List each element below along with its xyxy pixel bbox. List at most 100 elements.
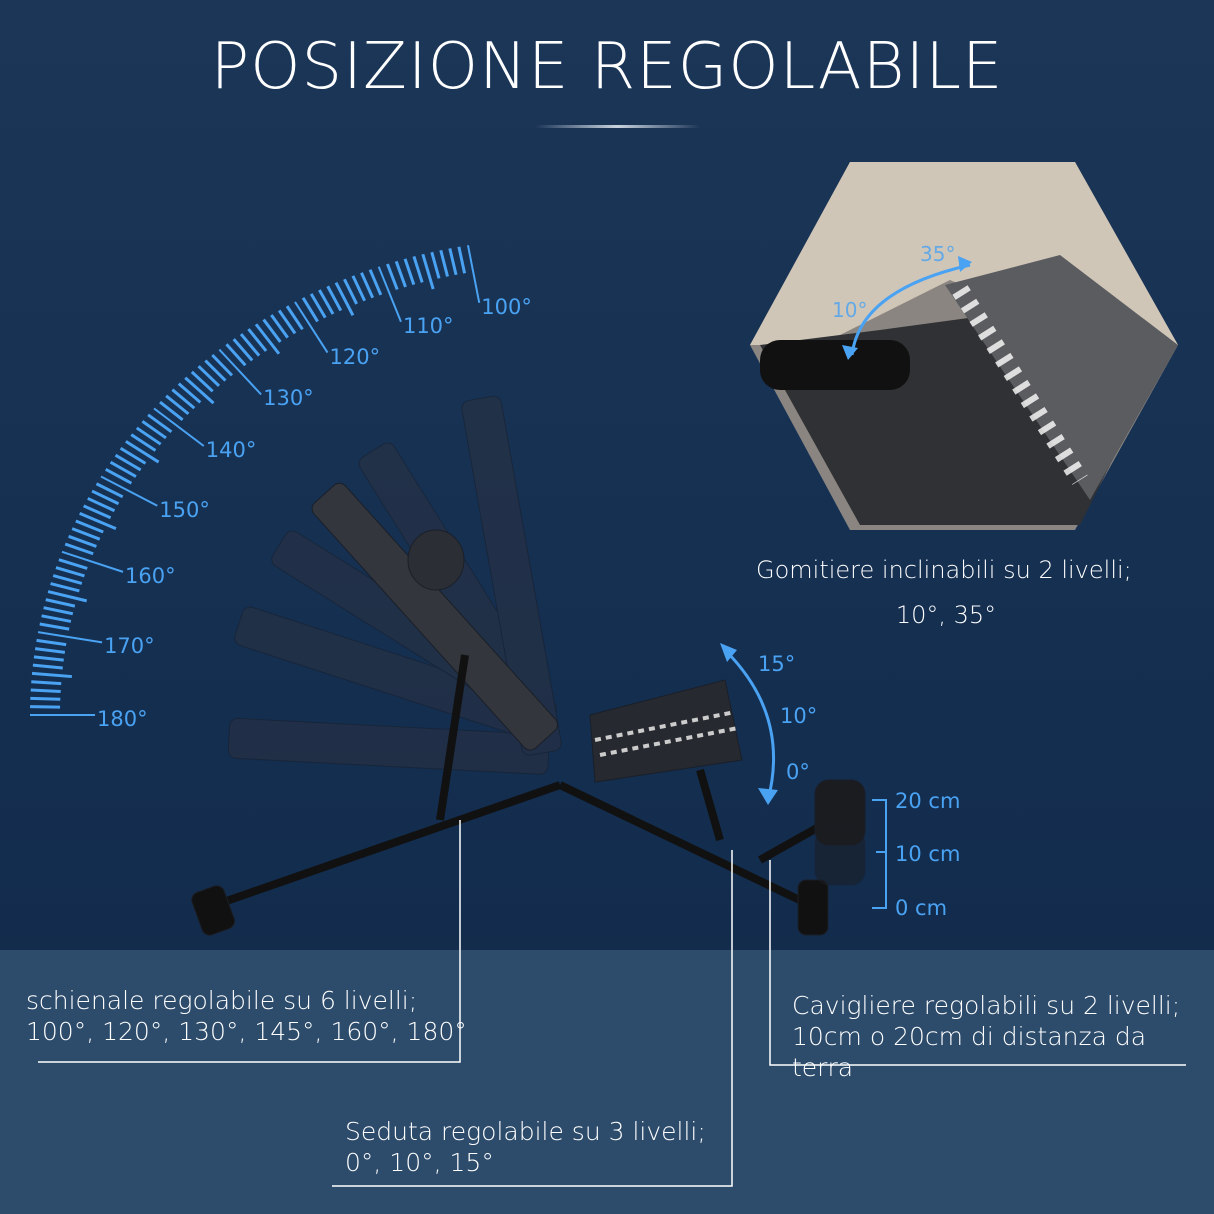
seat-caption-2: 0°, 10°, 15° — [345, 1148, 494, 1177]
gauge-label: 110° — [402, 313, 454, 338]
gauge-tick — [439, 249, 449, 277]
gauge-tick — [412, 256, 424, 283]
gauge-tick — [225, 343, 247, 367]
gauge-tick — [87, 497, 116, 513]
gauge-tick — [119, 446, 147, 465]
gauge-tick — [394, 260, 407, 288]
gauge-tick — [448, 248, 458, 276]
gauge-tick — [135, 426, 162, 446]
gauge-tick — [211, 353, 234, 377]
gauge-tick — [95, 482, 124, 499]
gauge-tick — [33, 655, 64, 662]
gauge-tick — [466, 245, 481, 304]
gauge-tick — [104, 468, 133, 485]
gauge-label: 150° — [159, 497, 210, 522]
gauge-tick — [343, 278, 358, 305]
height-10: 10 cm — [895, 842, 961, 866]
gauge-tick — [368, 269, 383, 296]
gauge-tick — [41, 614, 72, 623]
seat-angle-arrow — [723, 648, 775, 801]
gauge-tick — [294, 301, 329, 354]
height-bracket — [872, 799, 887, 909]
gauge-tick — [360, 272, 375, 299]
gauge-tick — [31, 671, 72, 679]
gauge-tick — [421, 253, 435, 290]
gauge-tick — [141, 420, 167, 440]
gauge-tick — [457, 246, 467, 274]
gauge-tick — [147, 413, 173, 434]
gauge-tick — [58, 558, 88, 570]
gauge-tick — [50, 582, 80, 593]
gauge-tick — [47, 590, 88, 603]
gauge-tick — [130, 433, 157, 452]
ankle-caption-1: Cavigliere regolabili su 2 livelli; — [792, 991, 1181, 1020]
gauge-tick — [153, 407, 205, 447]
gauge-label: 180° — [97, 707, 148, 731]
gauge-label: 100° — [481, 294, 532, 319]
seat-angle-0: 0° — [786, 760, 810, 784]
bottom-band — [0, 950, 1214, 1214]
gauge-tick — [239, 333, 261, 357]
gauge-tick — [232, 338, 254, 362]
gauge-tick — [351, 275, 366, 302]
gauge-tick — [55, 566, 85, 578]
gauge-tick — [247, 328, 268, 352]
gauge-tick — [318, 289, 335, 315]
gauge-tick — [159, 400, 184, 421]
gauge-tick — [68, 534, 97, 548]
gauge-label: 120° — [329, 344, 381, 369]
gauge-tick — [125, 440, 160, 464]
gauge-tick — [309, 293, 327, 319]
height-0: 0 cm — [895, 896, 948, 920]
gauge-tick — [36, 638, 67, 647]
gauge-tick — [301, 297, 319, 323]
gauge-tick — [75, 519, 104, 534]
gauge-tick — [39, 622, 70, 631]
armrest-angle-10: 10° — [832, 298, 868, 322]
gauge-tick — [377, 266, 402, 323]
gauge-tick — [30, 696, 61, 701]
gauge-tick — [430, 251, 441, 279]
gauge-tick — [61, 550, 124, 573]
gauge-tick — [184, 376, 215, 405]
gauge-tick — [326, 285, 343, 312]
gauge-tick — [100, 475, 158, 507]
gauge-tick — [277, 309, 297, 335]
gauge-label: 130° — [263, 386, 314, 411]
gauge-label: 140° — [205, 437, 257, 462]
gauge-tick — [197, 365, 221, 387]
gauge-tick — [32, 663, 63, 670]
gauge-tick — [114, 453, 142, 472]
gauge-tick — [71, 527, 101, 541]
seat-caption-1: Seduta regolabile su 3 livelli; — [345, 1117, 706, 1146]
gauge-tick — [45, 598, 76, 608]
gauge-label: 170° — [104, 634, 155, 659]
gauge-tick — [285, 305, 304, 331]
backrest-caption-1: schienale regolabile su 6 livelli; — [26, 986, 418, 1015]
angle-gauge — [30, 245, 481, 716]
page-title: POSIZIONE REGOLABILE — [210, 30, 1004, 104]
gauge-tick — [34, 647, 66, 654]
ankle-caption-2: 10cm o 20cm di distanza da terra — [792, 1022, 1147, 1082]
gauge-tick — [52, 574, 83, 585]
gauge-tick — [37, 631, 103, 644]
seat-angle-10: 10° — [780, 704, 818, 728]
gauge-tick — [270, 314, 289, 339]
gauge-tick — [204, 359, 227, 382]
gauge-tick — [79, 512, 117, 531]
title-underline — [535, 125, 700, 128]
seat-angle-15: 15° — [758, 652, 796, 676]
gauge-tick — [177, 382, 202, 404]
leader-lines — [38, 820, 1186, 1187]
armrest-caption-2: 10°, 35° — [895, 601, 997, 629]
backrest-caption-2: 100°, 120°, 130°, 145°, 160°, 180° — [26, 1017, 467, 1046]
gauge-label: 160° — [125, 563, 176, 588]
height-20: 20 cm — [895, 789, 961, 813]
gauge-tick — [386, 263, 399, 291]
gauge-tick — [165, 394, 190, 416]
gauge-tick — [218, 348, 262, 396]
gauge-tick — [64, 542, 94, 556]
gauge-tick — [254, 323, 281, 355]
armrest-angle-35: 35° — [920, 242, 956, 266]
